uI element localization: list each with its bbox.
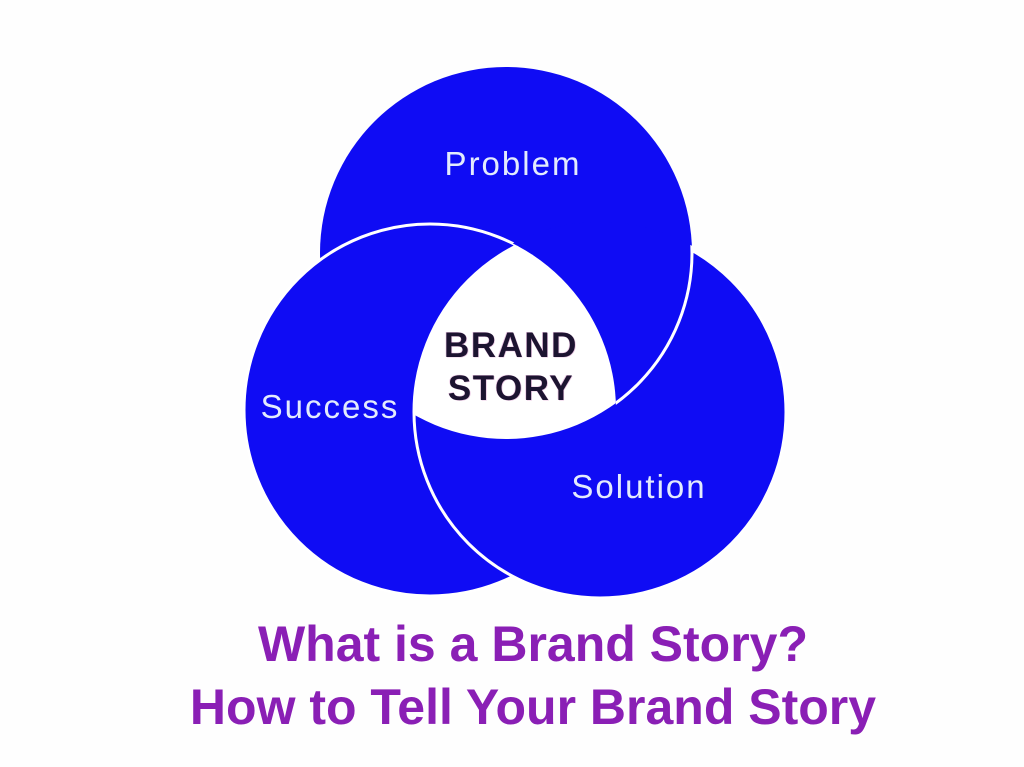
circle-label-problem: Problem — [444, 145, 582, 182]
center-label-line-1: BRAND — [444, 326, 578, 365]
center-label-line-2: STORY — [447, 369, 575, 408]
caption-line-2: How to Tell Your Brand Story — [189, 679, 877, 735]
center-label: BRAND STORY — [444, 324, 578, 410]
caption-title: What is a Brand Story? How to Tell Your … — [190, 613, 876, 739]
center-intersection-shape — [414, 226, 616, 439]
circle-label-success: Success — [260, 388, 400, 425]
caption-line-1: What is a Brand Story? — [257, 616, 809, 672]
circle-label-solution: Solution — [571, 468, 707, 505]
